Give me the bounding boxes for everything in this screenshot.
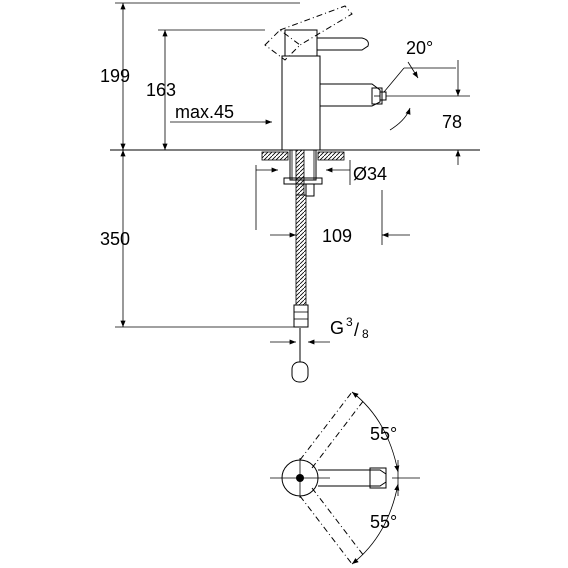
dim-label-thread-den: 8 — [362, 327, 369, 341]
hatch-right — [317, 151, 345, 161]
lever-handle — [284, 29, 318, 57]
dim-label-199: 199 — [100, 66, 130, 86]
dim-label-thread-num: 3 — [346, 315, 353, 329]
faucet-body — [281, 55, 321, 151]
dim-label-angle-55-upper: 55° — [370, 424, 397, 444]
dim-label-angle-20: 20° — [406, 38, 433, 58]
dim-label-thread-g: G — [330, 318, 344, 338]
dim-label-78: 78 — [442, 112, 462, 132]
spout — [320, 83, 381, 107]
hatch-left — [261, 151, 289, 161]
dim-label-109: 109 — [322, 226, 352, 246]
dim-label-angle-55-lower: 55° — [370, 512, 397, 532]
popup-knob — [291, 361, 309, 383]
dim-label-diameter-34: Ø34 — [353, 164, 387, 184]
dim-label-max45: max.45 — [175, 102, 234, 122]
svg-text:/: / — [354, 320, 359, 340]
supply-hose — [295, 194, 307, 306]
dim-label-350: 350 — [100, 229, 130, 249]
dim-label-163: 163 — [146, 80, 176, 100]
